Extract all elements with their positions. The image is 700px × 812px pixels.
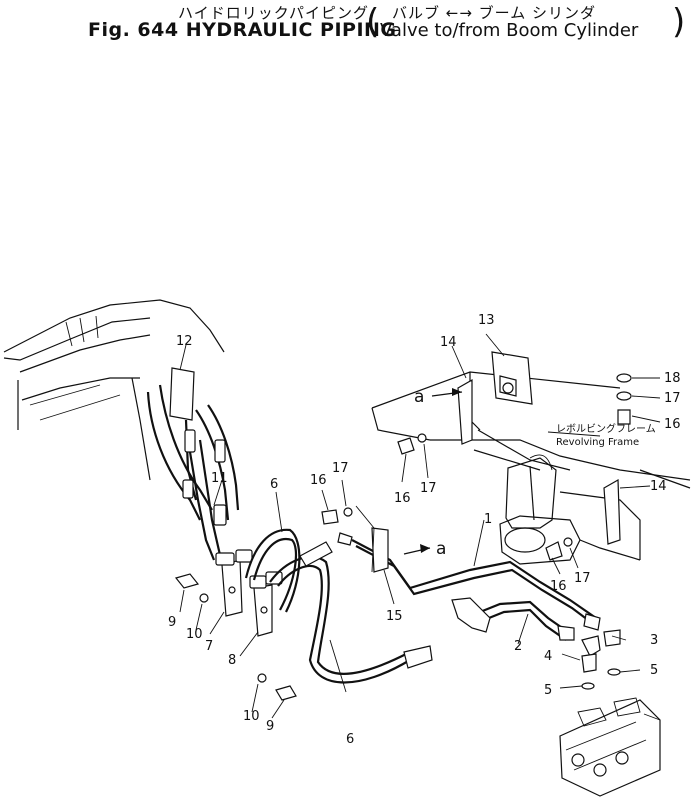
pipe-2 <box>451 597 575 641</box>
callout-16-right: 16 <box>664 417 681 432</box>
callout-16-mid: 16 <box>310 473 327 488</box>
callout-3: 3 <box>650 633 658 648</box>
open-paren: ( <box>366 2 380 42</box>
callout-15: 15 <box>386 609 403 624</box>
callout-10-top: 10 <box>186 627 203 642</box>
close-paren: ) <box>672 2 686 42</box>
title-japanese: ハイドロリックパイピング <box>178 4 369 22</box>
callout-17-right: 17 <box>664 391 681 406</box>
callout-9-top: 9 <box>168 615 176 630</box>
reference-a-top: a <box>414 387 424 407</box>
bolts-right <box>397 373 661 561</box>
boom-hoses <box>146 367 240 561</box>
hose-6 <box>244 528 433 684</box>
callout-labels: 12 11 6 6 7 8 9 10 10 9 13 14 14 1 2 3 4… <box>168 313 681 747</box>
callout-13: 13 <box>478 313 495 328</box>
callout-17-lower: 17 <box>574 571 591 586</box>
callout-4: 4 <box>544 649 552 664</box>
callout-12: 12 <box>176 334 193 349</box>
callout-8: 8 <box>228 653 236 668</box>
callout-1: 1 <box>484 512 492 527</box>
callout-14-right: 14 <box>650 479 667 494</box>
reference-arrows <box>403 388 463 555</box>
callout-14-top: 14 <box>440 335 457 350</box>
figure-title: Fig. 644 HYDRAULIC PIPING <box>88 19 397 41</box>
pipe-1 <box>337 532 601 631</box>
bracket-14-lower <box>603 478 651 545</box>
callout-5-left: 5 <box>544 683 552 698</box>
callout-16-lower: 16 <box>550 579 567 594</box>
callout-18: 18 <box>664 371 681 386</box>
frame-label-english: Revolving Frame <box>556 437 639 448</box>
revolving-frame <box>371 371 691 565</box>
bracket-14-upper <box>451 345 473 445</box>
callout-10-bottom: 10 <box>243 709 260 724</box>
clamp-15 <box>321 505 389 573</box>
callout-17-frame: 17 <box>420 481 437 496</box>
callout-6-bottom: 6 <box>346 732 354 747</box>
callout-16-frame: 16 <box>394 491 411 506</box>
callout-9-bottom: 9 <box>266 719 274 734</box>
reference-a-bottom: a <box>436 539 446 559</box>
callout-5-right: 5 <box>650 663 658 678</box>
callout-17-mid: 17 <box>332 461 349 476</box>
callout-2: 2 <box>514 639 522 654</box>
figure-subtitle: Valve to/from Boom Cylinder <box>380 20 639 41</box>
callout-7: 7 <box>205 639 213 654</box>
subtitle-japanese: バルブ ←→ ブーム シリンダ <box>392 4 596 22</box>
boom-structure <box>3 299 225 481</box>
bracket-13 <box>485 333 533 405</box>
callout-6-top: 6 <box>270 477 278 492</box>
callout-11: 11 <box>211 471 228 486</box>
control-valve <box>559 629 661 797</box>
frame-label-japanese: レボルビングフレーム <box>556 422 656 435</box>
leader-lines <box>179 344 641 719</box>
